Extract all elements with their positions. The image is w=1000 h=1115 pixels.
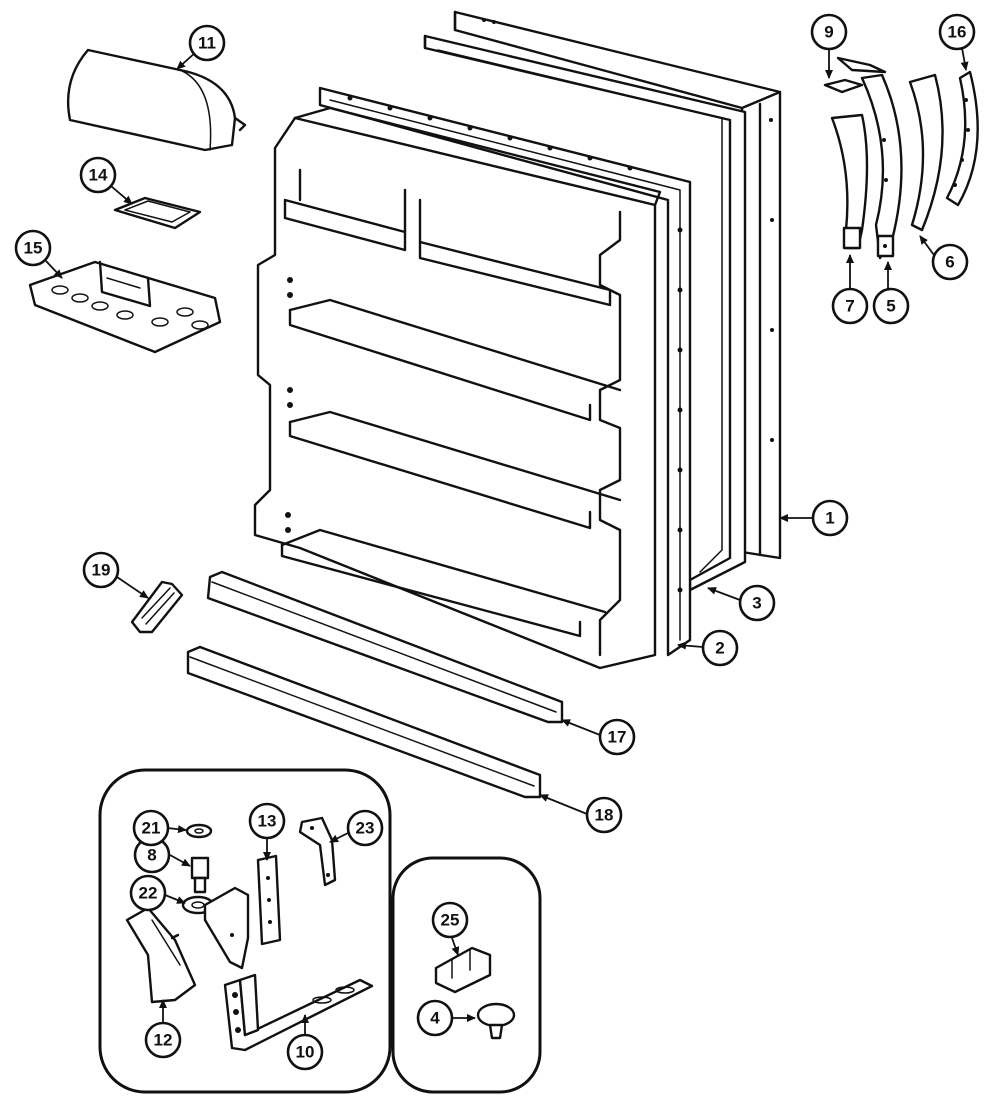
svg-text:19: 19 — [92, 561, 111, 580]
leader-lines — [45, 47, 969, 1035]
svg-text:13: 13 — [258, 812, 277, 831]
callout-22: 22 — [129, 874, 167, 912]
svg-text:7: 7 — [845, 297, 854, 316]
callout-5: 5 — [872, 287, 910, 325]
hinge-parts-inset — [98, 768, 392, 1094]
callout-13: 13 — [248, 802, 286, 840]
trim-clip — [130, 580, 184, 634]
svg-text:23: 23 — [356, 819, 375, 838]
callout-4: 4 — [416, 999, 454, 1037]
callout-7: 7 — [831, 287, 869, 325]
handle-trim-6 — [908, 73, 944, 232]
callout-19: 19 — [82, 551, 120, 589]
svg-text:6: 6 — [945, 253, 954, 272]
inner-door-liner — [253, 106, 662, 670]
svg-text:1: 1 — [825, 509, 834, 528]
callout-6: 6 — [931, 243, 969, 281]
svg-text:15: 15 — [24, 239, 43, 258]
fastener-inset — [391, 856, 542, 1094]
svg-text:3: 3 — [752, 594, 761, 613]
svg-text:22: 22 — [139, 884, 158, 903]
callout-8: 8 — [133, 836, 171, 874]
callout-15: 15 — [14, 229, 52, 267]
handle-piece-7 — [830, 113, 869, 250]
callout-17: 17 — [598, 718, 636, 756]
svg-text:11: 11 — [198, 34, 216, 53]
svg-text:25: 25 — [441, 911, 460, 930]
callout-labels: 1 2 3 4 5 6 7 8 9 10 11 12 13 14 15 16 1… — [14, 13, 976, 1071]
svg-text:5: 5 — [886, 297, 895, 316]
svg-text:8: 8 — [147, 846, 156, 865]
svg-text:18: 18 — [595, 806, 614, 825]
callout-14: 14 — [79, 156, 117, 194]
svg-text:16: 16 — [948, 23, 967, 42]
egg-tray — [28, 260, 222, 354]
callout-2: 2 — [701, 629, 739, 667]
svg-text:17: 17 — [608, 728, 627, 747]
callout-23: 23 — [346, 809, 384, 847]
handle-insert-16 — [945, 70, 979, 207]
callout-21: 21 — [132, 809, 170, 847]
svg-text:9: 9 — [824, 23, 833, 42]
handle-piece-5 — [860, 73, 903, 260]
callout-18: 18 — [585, 796, 623, 834]
butter-tray — [113, 196, 202, 230]
callout-11: 11 — [188, 24, 226, 62]
dairy-door — [66, 48, 247, 152]
callout-10: 10 — [286, 1033, 324, 1071]
svg-text:21: 21 — [142, 819, 161, 838]
svg-text:4: 4 — [430, 1009, 440, 1028]
callout-25: 25 — [431, 901, 469, 939]
svg-text:12: 12 — [154, 1031, 173, 1050]
callout-1: 1 — [811, 499, 849, 537]
callout-12: 12 — [144, 1021, 182, 1059]
callout-16: 16 — [938, 13, 976, 51]
door-gasket — [318, 86, 692, 657]
svg-text:2: 2 — [715, 639, 724, 658]
svg-text:10: 10 — [296, 1043, 315, 1062]
callout-9: 9 — [810, 13, 848, 51]
callout-3: 3 — [738, 584, 776, 622]
hinge-bracket-small — [823, 56, 887, 94]
svg-text:14: 14 — [89, 166, 108, 185]
